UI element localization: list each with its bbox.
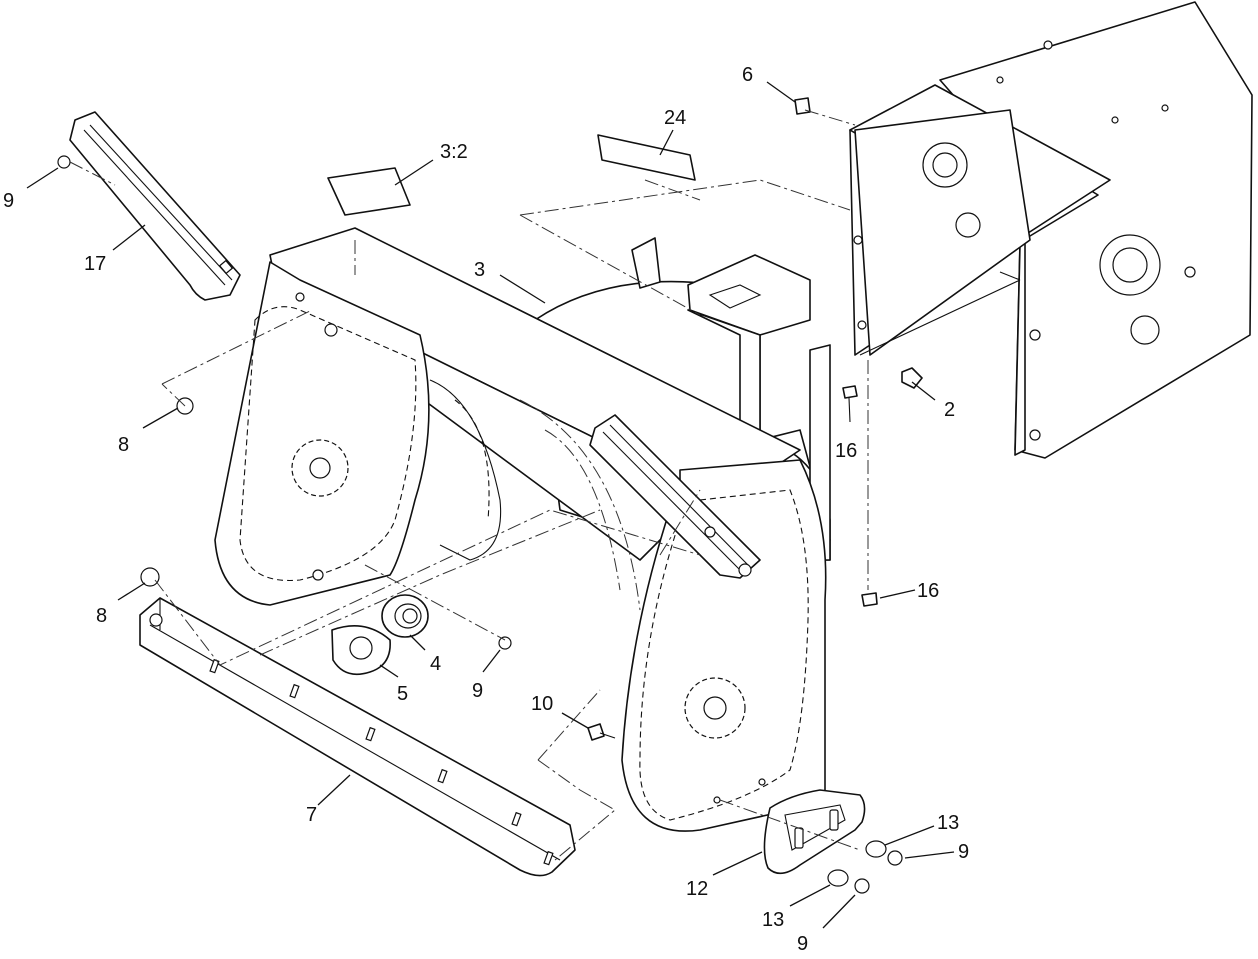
- right-side-plate: [621, 459, 827, 832]
- callout-8-lower: 8: [96, 605, 107, 627]
- callout-7: 7: [306, 804, 317, 826]
- nut-9-right: [887, 850, 903, 866]
- bolt-6: [794, 97, 811, 115]
- scraper-guide-left: [69, 111, 241, 301]
- left-side-plate: [214, 261, 430, 606]
- frame-assembly: [849, 1, 1253, 459]
- callout-8-left: 8: [118, 434, 129, 456]
- scraper-bar: [139, 597, 576, 877]
- nut-9-bottom: [854, 878, 870, 894]
- auger-spiral-outline: [429, 379, 641, 611]
- phantom-lines: [69, 109, 869, 861]
- clip-2: [901, 367, 923, 389]
- nut-9-top: [57, 155, 71, 169]
- callout-17: 17: [84, 253, 106, 275]
- callout-5: 5: [397, 683, 408, 705]
- decal-3-2: [327, 167, 411, 216]
- callout-10: 10: [531, 693, 553, 715]
- callout-4: 4: [430, 653, 441, 675]
- nut-9-mid: [498, 636, 512, 650]
- callout-2: 2: [944, 399, 955, 421]
- callout-16-upper: 16: [835, 440, 857, 462]
- washer-13-lower: [827, 869, 849, 887]
- decal-24: [597, 134, 696, 181]
- callout-16-lower: 16: [917, 580, 939, 602]
- callout-9-mid: 9: [472, 680, 483, 702]
- callout-12: 12: [686, 878, 708, 900]
- scraper-guide-right: [589, 414, 761, 579]
- callout-13-upper: 13: [937, 812, 959, 834]
- callout-3-2: 3:2: [440, 141, 468, 163]
- leader-lines: [26, 81, 955, 929]
- callout-13-lower: 13: [762, 909, 784, 931]
- skid-shoe: [763, 789, 866, 875]
- carriage-bolt-8-lower: [140, 567, 160, 587]
- callout-9-bottom: 9: [797, 933, 808, 955]
- callout-9-right: 9: [958, 841, 969, 863]
- hardware-parts: [57, 97, 923, 894]
- washer-13-upper: [865, 840, 887, 858]
- bolt-16-upper: [842, 385, 858, 399]
- callout-6: 6: [742, 64, 753, 86]
- callout-9-top: 9: [3, 190, 14, 212]
- bolt-10: [587, 723, 605, 741]
- callout-24: 24: [664, 107, 686, 129]
- bolt-16-lower: [861, 592, 878, 607]
- callout-3: 3: [474, 259, 485, 281]
- callout-labels: 6 24 3:2 9 17 3 2 8 16 16 8 4 5 9 10 7 1…: [3, 64, 969, 955]
